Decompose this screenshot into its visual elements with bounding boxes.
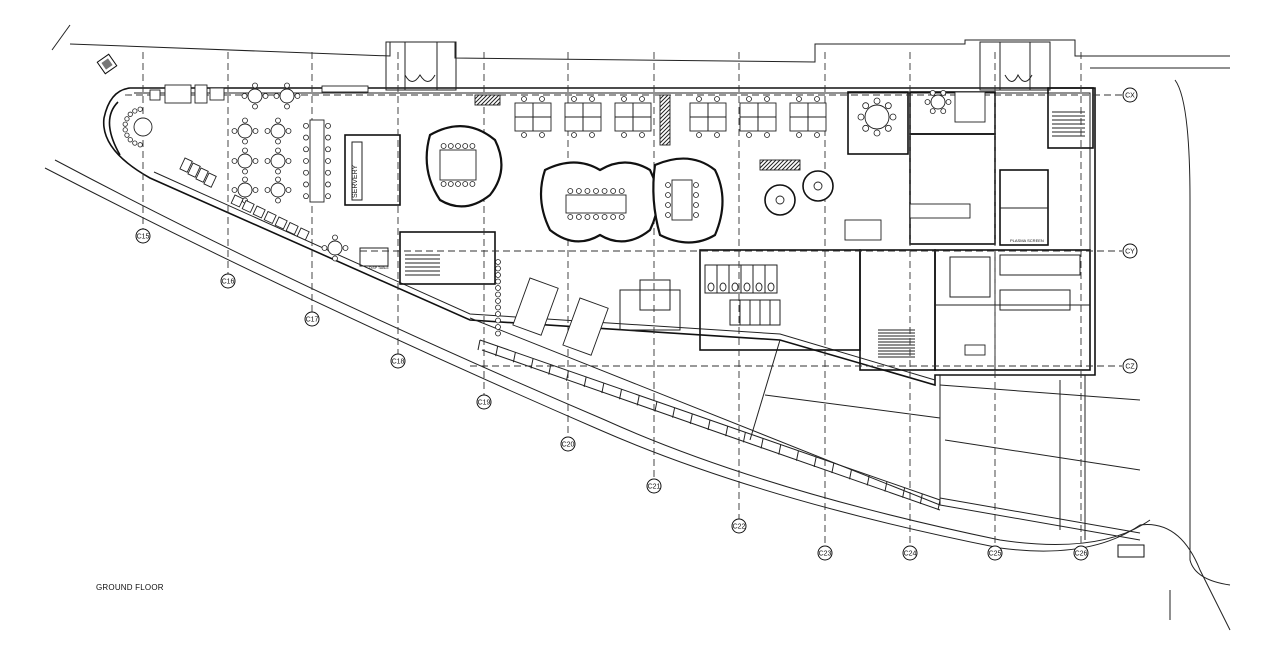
soft-seat: [149, 89, 161, 101]
grille-icon: [1117, 544, 1145, 558]
round-table: [924, 90, 952, 114]
desk-cluster: [689, 96, 727, 138]
grid-bubble-c25: C25: [987, 545, 1003, 561]
furniture: [108, 82, 986, 356]
sofa: [844, 219, 882, 241]
grid-bubble-c17: C17: [304, 311, 320, 327]
grid-bubble-c16: C16: [220, 273, 236, 289]
stair-core: [405, 111, 1085, 358]
building-outline: [102, 87, 1141, 541]
grid-bubble-c23: C23: [817, 545, 833, 561]
lounge-chair: [203, 172, 217, 188]
desk-cluster: [514, 96, 552, 138]
soft-seat: [209, 87, 225, 101]
grid-bubble-cz: CZ: [1122, 358, 1138, 374]
grid-bubble-label: C18: [392, 359, 405, 366]
presentation-table: [909, 203, 971, 219]
grid-bubble-c20: C20: [560, 436, 576, 452]
grid-bubble-c18: C18: [390, 353, 406, 369]
grid-bubble-c24: C24: [902, 545, 918, 561]
grid-bubble-label: C26: [1075, 551, 1088, 558]
north-marker-icon: [96, 53, 118, 75]
round-table: [264, 117, 292, 145]
lounge-chair: [274, 216, 288, 230]
drawing-title: GROUND FLOOR: [96, 583, 164, 592]
grid-bubble-label: C16: [222, 279, 235, 286]
round-table: [231, 176, 259, 204]
round-table: [241, 82, 269, 110]
grid-bubble-c21: C21: [646, 478, 662, 494]
planter: [474, 94, 501, 106]
grid-bubble-c19: C19: [476, 394, 492, 410]
grid-bubble-label: C15: [137, 234, 150, 241]
lounge-chair: [195, 167, 209, 183]
grid-bubble-label: C24: [904, 551, 917, 558]
reception-seat: [133, 117, 153, 137]
grid-bubble-label: C22: [733, 524, 746, 531]
round-table: [321, 234, 349, 262]
grid-bubble-cx: CX: [1122, 87, 1138, 103]
desk-cluster: [562, 297, 609, 356]
reception-desk: [108, 101, 121, 156]
grid-bubble-label: C17: [306, 317, 319, 324]
plasma-screen-label: PLASMA SCREEN: [1010, 238, 1044, 243]
grid-bubble-cy: CY: [1122, 243, 1138, 259]
bench-table: [565, 188, 627, 220]
round-table: [273, 82, 301, 110]
round-table: [857, 97, 897, 137]
grid-bubble-label: C21: [648, 484, 661, 491]
counter: [321, 85, 369, 93]
grid-bubble-c22: C22: [731, 518, 747, 534]
lounge-chair: [241, 199, 255, 214]
grid-bubble-label: C23: [819, 551, 832, 558]
round-table: [264, 176, 292, 204]
entrance-canopies: [385, 41, 1051, 91]
display-table-label: DISP TABLE: [369, 266, 390, 270]
desk-cluster: [564, 96, 602, 138]
round-table: [231, 117, 259, 145]
grid-bubble-label: C25: [989, 551, 1002, 558]
bench-table: [439, 143, 477, 187]
round-table: [231, 147, 259, 175]
desk-cluster: [512, 277, 559, 336]
desk-cluster: [789, 96, 827, 138]
soft-seat: [194, 84, 208, 104]
lounge-chair: [296, 227, 310, 241]
lounge-chair: [285, 221, 299, 236]
grid-bubble-label: CX: [1125, 93, 1135, 100]
desk-cluster: [614, 96, 652, 138]
grid-bubble-label: CZ: [1125, 364, 1135, 371]
lounge-chair: [187, 162, 201, 178]
site-boundary: [44, 24, 1231, 631]
lounge-chair: [230, 194, 244, 208]
lounge-chair: [263, 210, 277, 225]
round-table: [264, 147, 292, 175]
planter: [759, 159, 801, 171]
grid-bubble-c26: C26: [1073, 545, 1089, 561]
servery-label: SERVERY: [352, 164, 359, 198]
desk-cluster: [739, 96, 777, 138]
bench-table: [665, 179, 699, 221]
planter: [659, 94, 671, 146]
grid-bubble-c15: C15: [135, 228, 151, 244]
grid-bubble-label: C19: [478, 400, 491, 407]
grid-bubble-label: C20: [562, 442, 575, 449]
lounge-chair: [179, 157, 193, 173]
soft-seat: [164, 84, 192, 104]
lounge-chair: [252, 205, 266, 219]
bench-table: [303, 119, 331, 203]
grid-bubble-label: CY: [1125, 249, 1135, 256]
